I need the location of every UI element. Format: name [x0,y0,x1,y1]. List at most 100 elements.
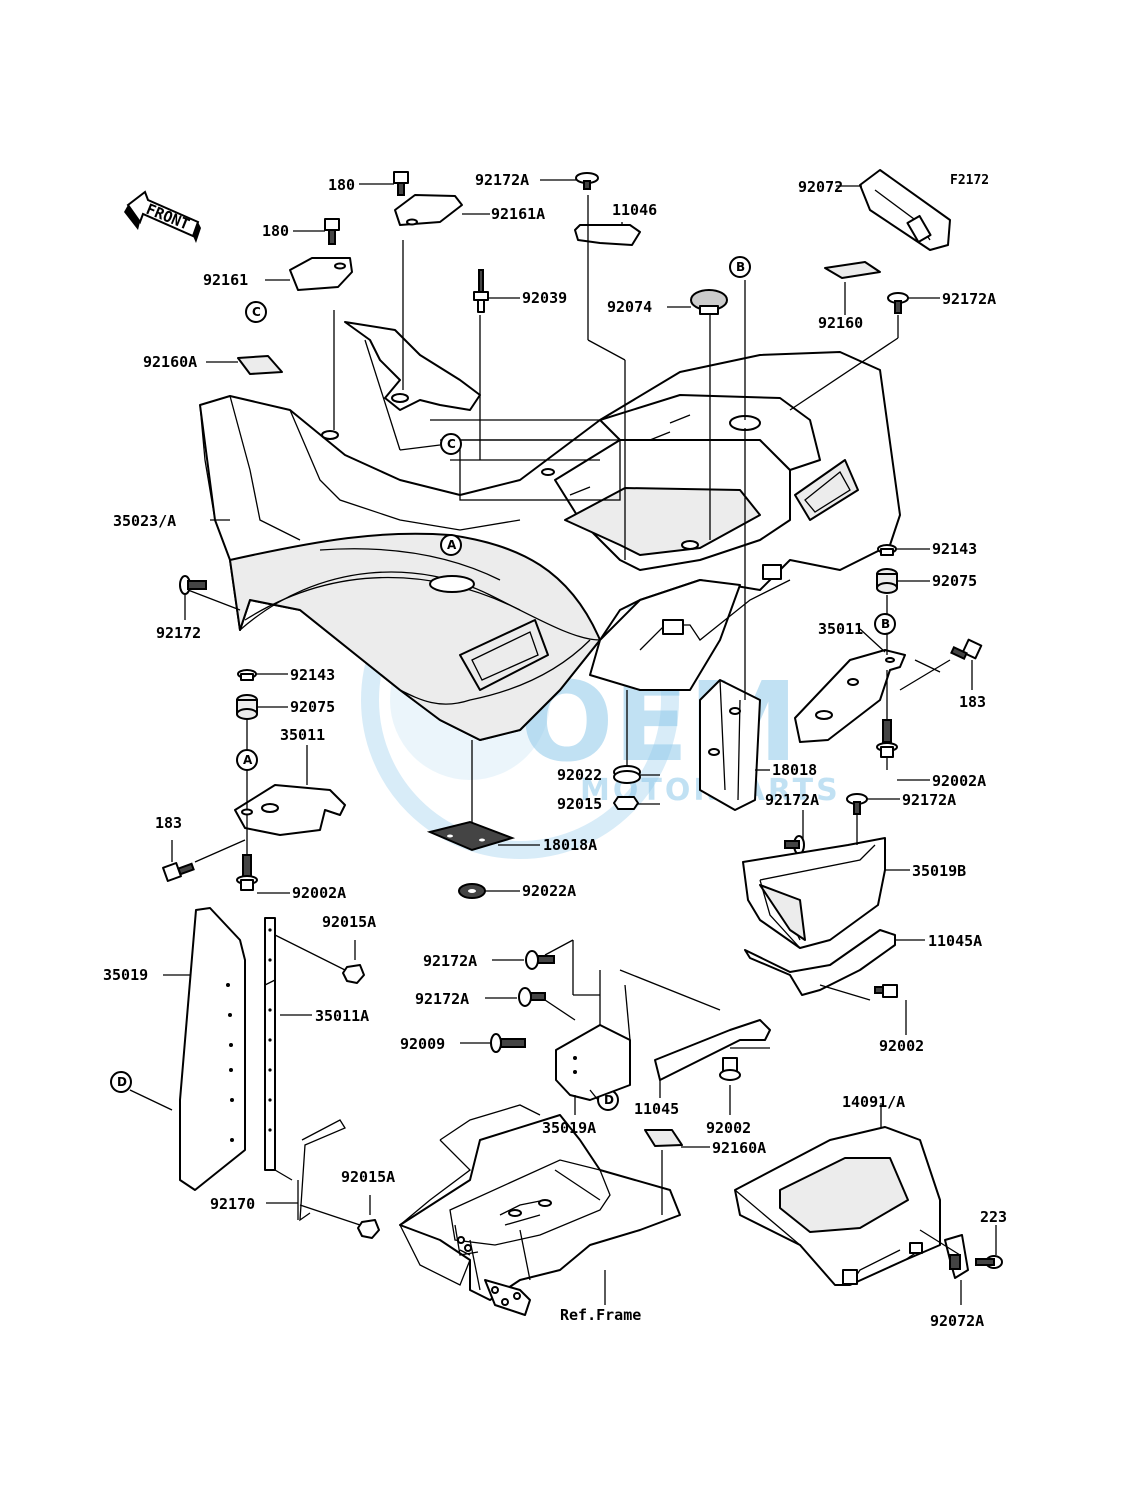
marker-b-lower: B [874,613,896,635]
label-92039: 92039 [522,289,567,307]
svg-text:D: D [604,1093,614,1107]
screw-92172A-mid-left [784,835,805,855]
nut-92015 [613,796,639,810]
label-35023A: 35023/A [113,512,176,530]
svg-text:C: C [447,437,456,451]
label-14091A: 14091/A [842,1093,905,1111]
marker-a-upper: A [440,534,462,556]
label-92002A-left: 92002A [292,884,346,902]
label-92172A-mid-left: 92172A [765,791,819,809]
label-92015A-upper: 92015A [322,913,376,931]
bolt-183-left [162,862,195,882]
label-35019A: 35019A [542,1119,596,1137]
label-92022A: 92022A [522,882,576,900]
part-labels: 180 180 92161 92161A 92172A 11046 92072 … [103,171,1007,1330]
clip-11046 [574,224,641,246]
marker-a-lower: A [236,749,258,771]
pad-92160A [237,355,283,375]
label-ref-frame: Ref.Frame [560,1306,641,1324]
bracket-92161A [394,194,463,226]
screw-92172A-mid-right [846,793,868,815]
bolt-180-upper [393,171,409,196]
nut-92015A-upper [342,964,365,984]
label-35019B: 35019B [912,862,966,880]
label-18018: 18018 [772,761,817,779]
label-92075-left: 92075 [290,698,335,716]
label-92015: 92015 [557,795,602,813]
frame-reference [399,1104,681,1316]
label-92172A-mid-right: 92172A [902,791,956,809]
seat-panel [779,1157,909,1233]
screw-92172A-center-2 [518,987,546,1007]
label-92172A-center-1: 92172A [423,952,477,970]
bolt-92002A-right [876,719,898,758]
grommet-92075-left [236,694,258,720]
leader-lines-right-mount [859,548,973,781]
label-180-upper: 180 [328,176,355,194]
label-92170: 92170 [210,1195,255,1213]
nut-92015A-lower [357,1219,380,1239]
label-92161: 92161 [203,271,248,289]
front-arrow-icon: FRONT [124,190,201,243]
shade-35019B [759,884,806,941]
screw-92172 [179,575,207,620]
reference-code: F2172 [950,173,989,188]
leader-lines-seat [880,1103,997,1305]
leader-lines-frame [604,1146,710,1305]
label-92172A-right: 92172A [942,290,996,308]
label-183-left: 183 [155,814,182,832]
label-92072A: 92072A [930,1312,984,1330]
bolt-92002A-left [236,854,258,891]
label-92160A-center: 92160A [712,1139,766,1157]
mud-guard-35019 [179,907,246,1191]
cover-35019B [742,837,886,949]
label-18018A: 18018A [543,836,597,854]
svg-text:D: D [117,1075,127,1089]
grommet-92143-left [237,669,257,681]
leader-lines-center-lower [460,939,770,1115]
label-92002A-right: 92002A [932,772,986,790]
label-92161A: 92161A [491,205,545,223]
label-11045A: 11045A [928,932,982,950]
bracket-11045A [744,929,896,996]
wire-92170 [299,1119,346,1222]
strip-holes [268,928,272,1132]
cap-92074 [690,289,728,315]
leader-lines-upper [187,179,940,700]
bolt-92002-center [719,1057,741,1081]
label-92143-right: 92143 [932,540,977,558]
bolt-180-lower [324,218,340,245]
bracket-35011-left [234,784,346,836]
strap-92072 [859,169,951,251]
screw-223 [975,1255,1003,1269]
label-11045: 11045 [634,1100,679,1118]
marker-d-left: D [110,1071,132,1093]
label-92160A: 92160A [143,353,197,371]
pad-92160A-center [644,1129,683,1147]
screw-92172A-right [887,292,909,314]
bolt-183-right [950,638,983,661]
marker-c-lower: C [440,433,462,455]
bolt-92002-right [874,984,898,998]
label-92009: 92009 [400,1035,445,1053]
label-92072: 92072 [798,178,843,196]
bracket-35019A [555,1024,631,1101]
label-35011-left: 35011 [280,726,325,744]
pad-92160 [824,261,881,279]
label-183-right: 183 [959,693,986,711]
marker-c-upper: C [245,301,267,323]
svg-text:B: B [881,617,890,631]
label-35011A: 35011A [315,1007,369,1025]
guard-holes [226,983,234,1142]
leader-lines-center [471,690,770,892]
front-label: FRONT [144,200,193,234]
screw-92172A-top [575,172,599,190]
strap-92072A [944,1234,969,1279]
leader-lines-left-guard [129,934,371,1226]
svg-text:A: A [447,538,457,552]
label-35011-right: 35011 [818,620,863,638]
label-35019: 35019 [103,966,148,984]
label-92172A-top: 92172A [475,171,529,189]
label-11046: 11046 [612,201,657,219]
